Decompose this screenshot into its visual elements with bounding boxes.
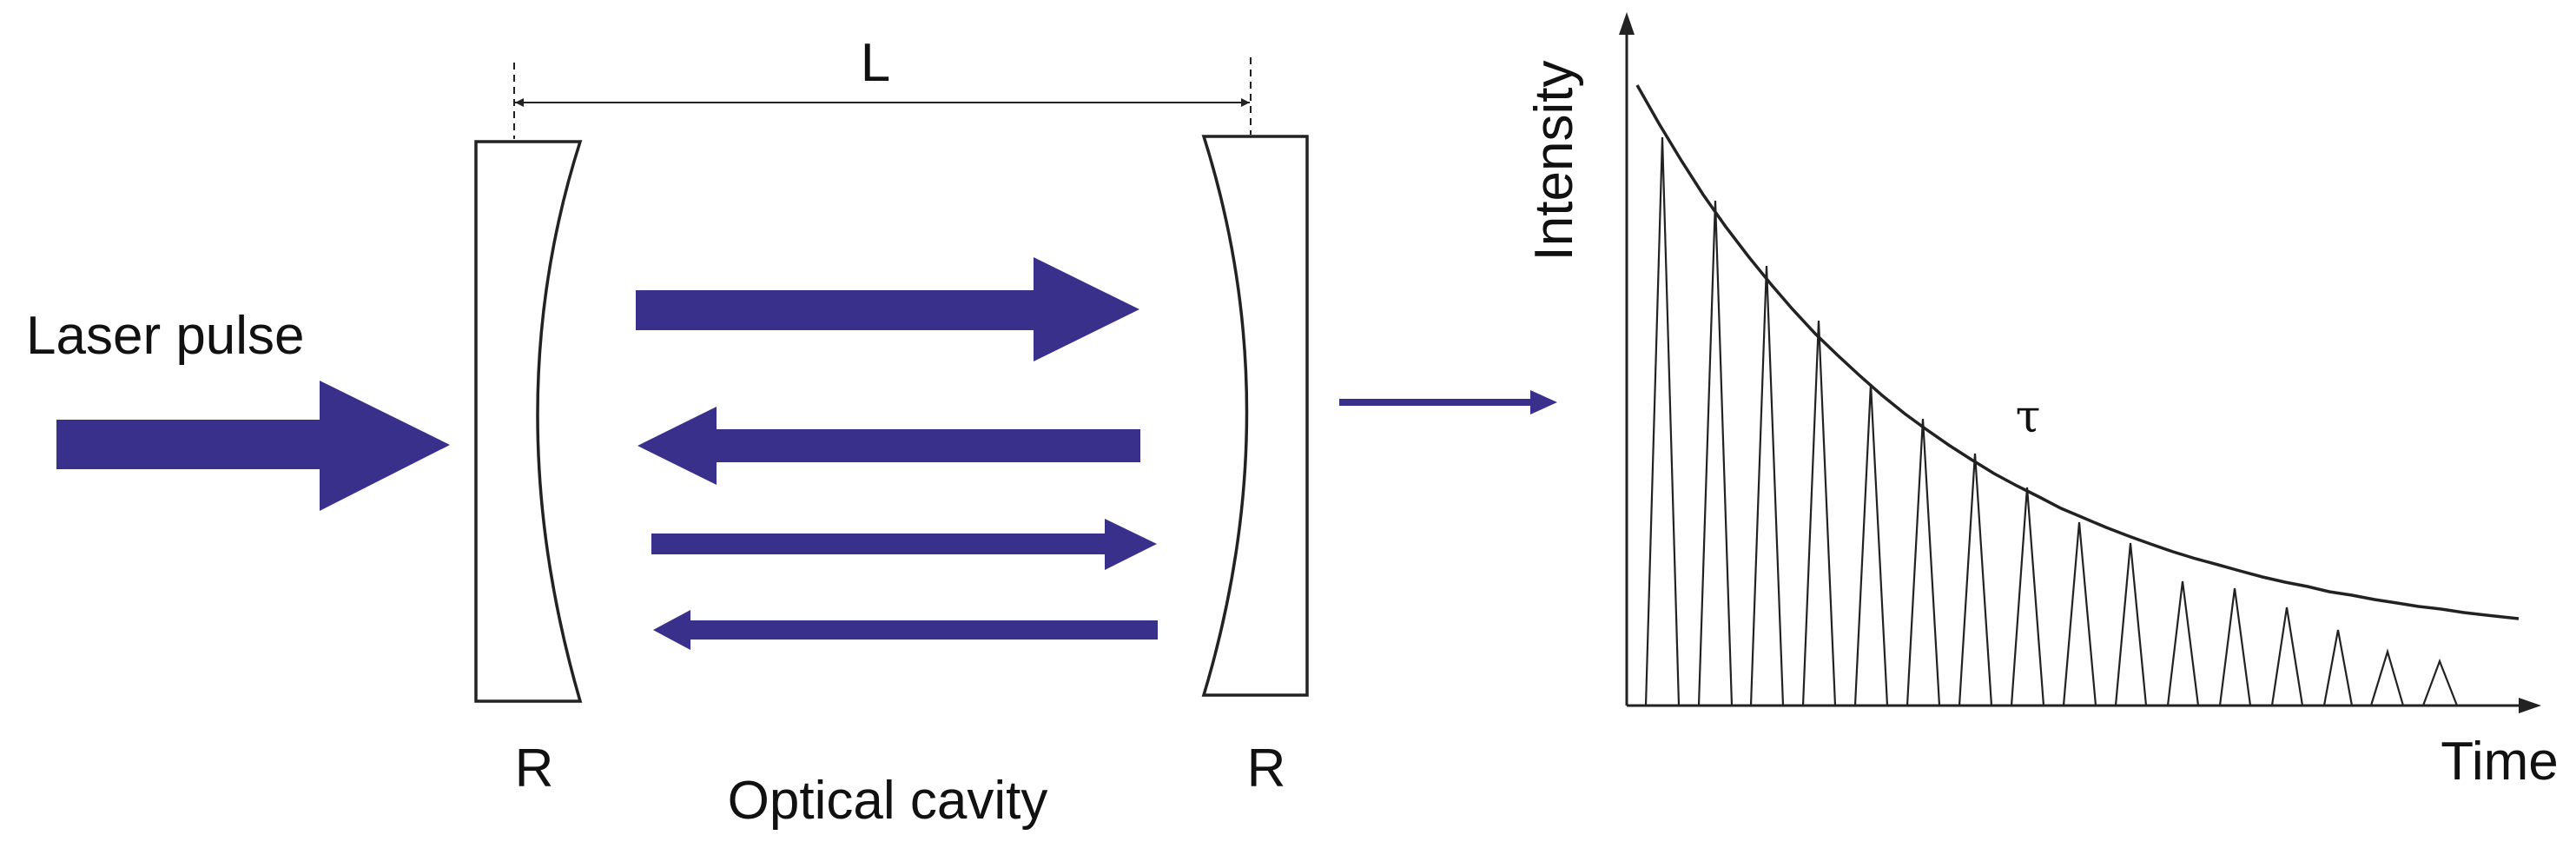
cavity-length-label: L: [861, 33, 890, 93]
intracavity-beam-backward-2: [653, 610, 1158, 650]
intensity-axis-arrowhead: [1619, 12, 1635, 35]
right-mirror: [1201, 135, 1309, 697]
ringdown-pulse: [2062, 521, 2097, 706]
optical-cavity-label: Optical cavity: [728, 771, 1048, 831]
right-mirror-reflectivity-label: R: [1247, 739, 1286, 799]
ringdown-pulse: [2322, 629, 2354, 706]
intracavity-beam-forward-1: [636, 257, 1139, 361]
laser-pulse-label: Laser pulse: [26, 306, 305, 366]
ringdown-pulse: [1644, 136, 1681, 706]
ringdown-pulse: [2010, 487, 2045, 706]
ringdown-pulse: [1697, 200, 1734, 706]
decay-envelope: [1635, 84, 2520, 620]
intensity-axis-label: Intensity: [1524, 61, 1584, 262]
time-axis-label: Time: [2441, 732, 2558, 792]
incoming-laser-arrow: [56, 381, 450, 511]
intracavity-beam-backward-1: [637, 407, 1140, 485]
ringdown-pulse: [1853, 383, 1889, 706]
ringdown-pulse: [2218, 587, 2252, 706]
intracavity-beam-forward-2: [651, 519, 1157, 570]
decay-constant-label: τ: [2016, 391, 2041, 443]
ringdown-pulse: [2270, 606, 2304, 706]
time-axis-arrowhead: [2519, 698, 2541, 713]
ringdown-pulse: [1801, 320, 1837, 706]
left-mirror-reflectivity-label: R: [515, 739, 554, 799]
ringdown-pulse: [1749, 265, 1785, 706]
ringdown-pulse: [2114, 542, 2148, 706]
pulse-train: [1644, 136, 2459, 706]
left-mirror: [474, 140, 583, 703]
ringdown-pulse: [1906, 418, 1941, 706]
transmitted-beam-arrow: [1339, 390, 1557, 414]
ringdown-pulse: [1958, 453, 1993, 706]
ringdown-pulse: [2369, 648, 2405, 706]
ringdown-pulse: [2166, 580, 2200, 706]
ringdown-pulse: [2421, 658, 2459, 706]
